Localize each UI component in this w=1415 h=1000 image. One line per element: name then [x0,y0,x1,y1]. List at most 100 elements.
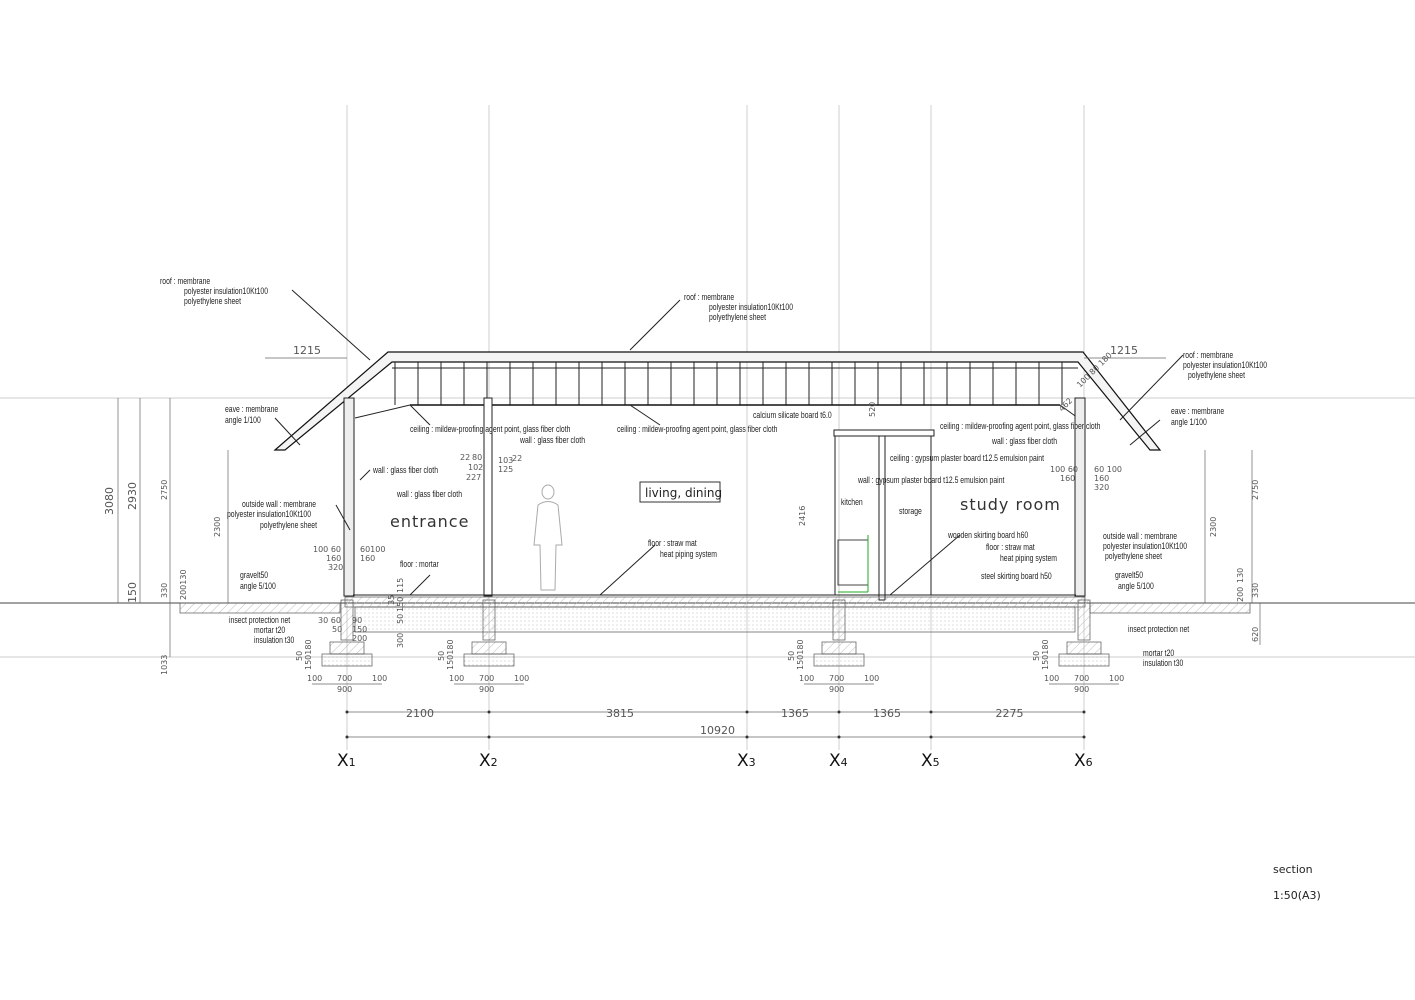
outside-wall-left-note-3: polyethylene sheet [260,520,317,531]
dim-foot: 150180 [304,639,313,670]
calcium-board-note: calcium silicate board t6.0 [753,410,832,421]
roof-center-note: roof : membrane [684,292,734,303]
dim-x2: 103 [498,456,513,465]
dim-base: 115 [396,578,405,593]
dim-span: 2100 [406,707,434,720]
dim-2300-left: 2300 [213,517,222,537]
dim-foot: 100 [1109,674,1124,683]
dim-x2: 125 [498,465,513,474]
dim-foot: 700 [1074,674,1089,683]
eave-right-note: eave : membrane [1171,406,1224,417]
footing-base [463,653,515,667]
dim-span: 1365 [873,707,901,720]
sheet-scale: 1:50(A3) [1273,889,1321,902]
dim-3080: 3080 [103,487,116,515]
dim-eave-right: 1215 [1110,344,1138,357]
footing-base [813,653,865,667]
dim-foot: 150180 [1041,639,1050,670]
footing-upper [471,641,507,655]
eave-left-note: eave : membrane [225,404,278,415]
dim-wall-r: 160 [1060,474,1075,483]
ceiling-left-note: ceiling : mildew-proofing agent point, g… [410,424,570,435]
mortar-right-note-2: insulation t30 [1143,658,1183,669]
dim-foot: 100 [307,674,322,683]
room-entrance: entrance [390,512,469,531]
dim-620-right: 620 [1251,627,1260,642]
dim-base: 50 [332,625,342,634]
dim-200-left: 200130 [179,569,188,600]
roof-center-note-3: polyethylene sheet [709,312,766,323]
dim-foot: 50 [295,651,304,661]
dim-foot: 900 [337,685,352,694]
insect-left-note-3: insulation t30 [254,635,294,646]
dim-eave-left: 1215 [293,344,321,357]
dim-base: 50 [396,614,405,624]
floor-mortar-note: floor : mortar [400,559,439,570]
dim-200-right: 200 [1236,587,1245,602]
dim-130-right: 130 [1236,568,1245,583]
roof-left-note-3: polyethylene sheet [184,296,241,307]
dim-wall-l: 60100 [360,545,385,554]
outside-wall-right-note-3: polyethylene sheet [1105,551,1162,562]
mortar-right-note: mortar t20 [1143,648,1174,659]
axis-label-x3: X3 [737,751,756,771]
footing-pier [482,599,496,641]
dim-2416: 2416 [798,506,807,526]
eave-right-note-2: angle 1/100 [1171,417,1207,428]
dim-x2: 102 [468,463,483,472]
footing-base [1058,653,1110,667]
roof-right-note-2: polyester insulation10Kt100 [1183,360,1267,371]
annotations: roof : membrane polyester insulation10Kt… [103,276,1321,902]
eave-left-note-2: angle 1/100 [225,415,261,426]
room-study: study room [960,495,1061,514]
footing-upper [329,641,365,655]
dim-span: 3815 [606,707,634,720]
footing-upper [821,641,857,655]
dim-foot: 50 [1032,651,1041,661]
leader-lines [274,289,1184,596]
axis-label-x1: X1 [337,751,356,771]
insect-left-note: insect protection net [229,615,290,626]
outside-wall-left-note: outside wall : membrane [242,499,316,510]
dim-2750-left: 2750 [160,480,169,500]
gravel-left-note: gravelt50 [240,570,268,581]
dim-150: 150 [126,582,139,603]
floor-right-note-2: heat piping system [1000,553,1057,564]
dim-wall-r: 100 60 [1050,465,1078,474]
footing-pier [832,599,846,641]
dim-base: 150 [396,597,405,612]
room-kitchen: kitchen [841,497,863,508]
dim-foot: 100 [514,674,529,683]
floor-right-note: floor : straw mat [986,542,1035,553]
wall-note-x2: wall : glass fiber cloth [396,489,462,500]
dim-wall-l: 160 [326,554,341,563]
dim-x2: 22 [460,453,470,462]
dim-foot: 700 [337,674,352,683]
floor-center-note-2: heat piping system [660,549,717,560]
dim-x2: 227 [466,473,481,482]
dim-wall-l: 320 [328,563,343,572]
dim-foot: 50 [437,651,446,661]
dim-foot: 900 [829,685,844,694]
foundation [179,596,1251,667]
ceiling-gypsum-note: ceiling : gypsum plaster board t12.5 emu… [890,453,1044,464]
dim-foot: 100 [372,674,387,683]
roof-left-note-2: polyester insulation10Kt100 [184,286,268,297]
dim-foot: 100 [449,674,464,683]
dim-2300-right: 2300 [1209,517,1218,537]
dim-foot: 700 [829,674,844,683]
footing-pier [1077,599,1091,641]
sheet-title: section [1273,863,1313,876]
dim-2750-right: 2750 [1251,480,1260,500]
dim-x2: 80 [472,453,482,462]
dim-base: 200 [352,634,367,643]
dim-foot: 100 [864,674,879,683]
dim-foot: 900 [1074,685,1089,694]
wooden-skirting-note: wooden skirting board h60 [947,530,1028,541]
outside-wall-right-note: outside wall : membrane [1103,531,1177,542]
roof-left-note: roof : membrane [160,276,210,287]
dim-520: 520 [868,402,877,417]
living-label-box [639,481,721,503]
roof [273,351,1162,451]
